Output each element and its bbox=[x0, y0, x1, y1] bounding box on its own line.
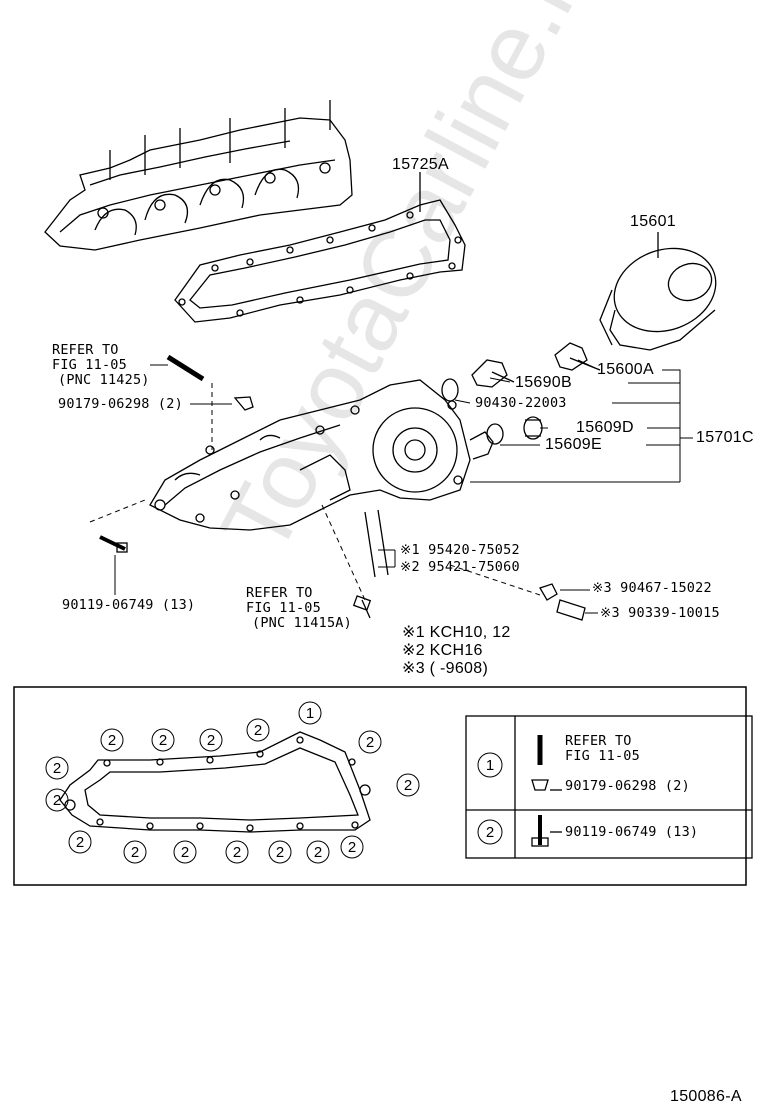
gasket-circle-markers bbox=[45, 701, 503, 864]
oil-cooler-housing-drawing bbox=[149, 379, 494, 531]
marker-2: 2 bbox=[276, 844, 284, 861]
legend-table-drawing bbox=[465, 715, 753, 859]
marker-2: 2 bbox=[314, 844, 322, 861]
legend-refer-line2: FIG 11-05 bbox=[565, 748, 640, 764]
part-label-15701: 15701C bbox=[696, 429, 754, 446]
marker-2: 2 bbox=[76, 834, 84, 851]
refer-label-line3: (PNC 11425) bbox=[58, 372, 150, 388]
part-label-15601: 15601 bbox=[630, 213, 676, 230]
marker-2: 2 bbox=[366, 734, 374, 751]
legend-part-90119: 90119-06749 (13) bbox=[565, 824, 699, 840]
refer2-label-line2: FIG 11-05 bbox=[246, 600, 321, 616]
refer-label-line1: REFER TO bbox=[52, 342, 119, 358]
marker-2: 2 bbox=[108, 732, 116, 749]
note-2: ※2 KCH16 bbox=[402, 642, 483, 659]
oil-filter-drawing bbox=[599, 232, 717, 351]
note-1: ※1 KCH10, 12 bbox=[402, 624, 511, 641]
leader-lines bbox=[89, 359, 693, 614]
legend-marker-2: 2 bbox=[486, 824, 494, 841]
marker-2: 2 bbox=[207, 732, 215, 749]
marker-2: 2 bbox=[254, 722, 262, 739]
part-label-15609D: 15609D bbox=[576, 419, 634, 436]
part-label-90179-06298: 90179-06298 (2) bbox=[58, 396, 183, 412]
marker-2: 2 bbox=[53, 792, 61, 809]
marker-2: 2 bbox=[131, 844, 139, 861]
refer-label-line2: FIG 11-05 bbox=[52, 357, 127, 373]
marker-2: 2 bbox=[159, 732, 167, 749]
legend-part-90179: 90179-06298 (2) bbox=[565, 778, 690, 794]
engine-block-drawing bbox=[44, 100, 353, 251]
note-3: ※3 ( -9608) bbox=[402, 660, 489, 677]
part-label-15725A: 15725A bbox=[392, 156, 449, 173]
part-label-95420-75052: ※1 95420-75052 bbox=[400, 542, 520, 558]
part-label-15600A: 15600A bbox=[597, 361, 654, 378]
gasket-detail-panel bbox=[13, 686, 747, 886]
part-label-90467-15022: ※3 90467-15022 bbox=[592, 580, 712, 596]
marker-2: 2 bbox=[53, 760, 61, 777]
part-label-90339-10015: ※3 90339-10015 bbox=[600, 605, 720, 621]
part-label-95421-75060: ※2 95421-75060 bbox=[400, 559, 520, 575]
refer2-label-line1: REFER TO bbox=[246, 585, 313, 601]
legend-marker-1: 1 bbox=[486, 757, 494, 774]
part-label-15609E: 15609E bbox=[545, 436, 602, 453]
marker-2: 2 bbox=[233, 844, 241, 861]
marker-2: 2 bbox=[181, 844, 189, 861]
part-label-90430-22003: 90430-22003 bbox=[475, 395, 567, 411]
figure-code: 150086-A bbox=[670, 1088, 742, 1105]
marker-2: 2 bbox=[348, 839, 356, 856]
part-label-90119-06749: 90119-06749 (13) bbox=[62, 597, 196, 613]
part-label-15690B: 15690B bbox=[515, 374, 572, 391]
gasket-circle-numbers: 2 2 2 2 1 2 2 2 2 2 2 2 2 2 2 2 1 2 bbox=[53, 705, 494, 861]
marker-1: 1 bbox=[306, 705, 314, 722]
gasket-15725A-drawing bbox=[174, 172, 466, 323]
legend-refer-line1: REFER TO bbox=[565, 733, 632, 749]
marker-2: 2 bbox=[404, 777, 412, 794]
refer2-label-line3: (PNC 11415A) bbox=[252, 615, 352, 631]
